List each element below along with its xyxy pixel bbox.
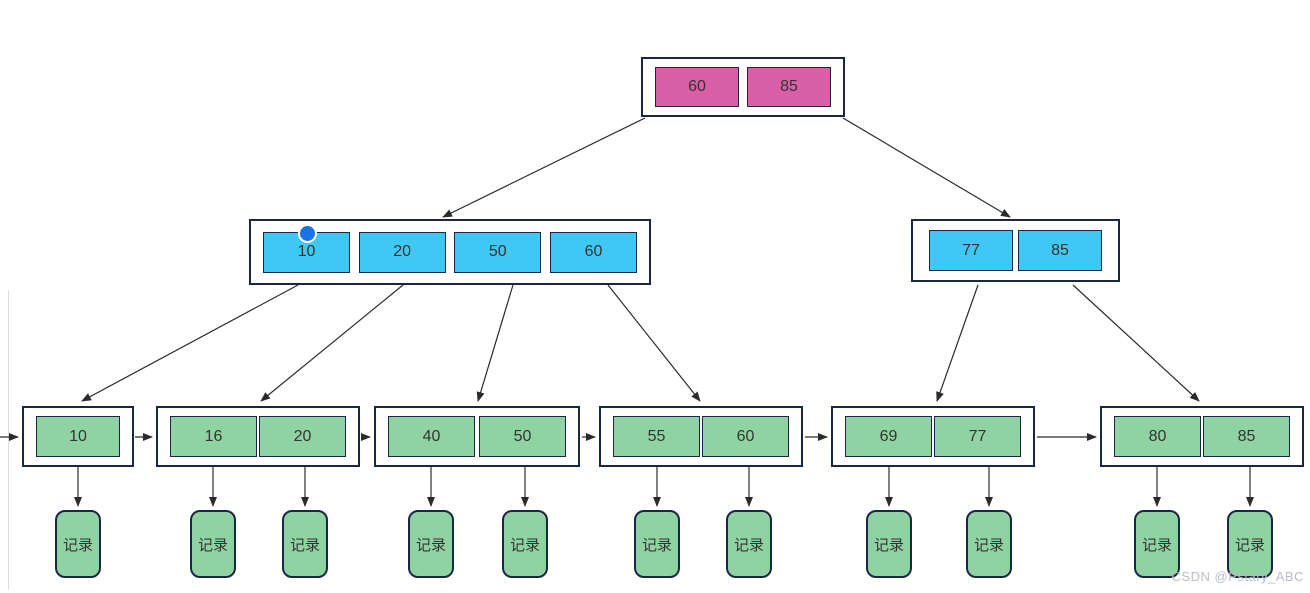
arrow-connector [842,117,1011,218]
record-box[interactable]: 记录 [726,510,772,578]
leaf-key-cell[interactable]: 80 [1114,416,1201,457]
record-box[interactable]: 记录 [866,510,912,578]
leaf-node-3[interactable]: 40 50 [374,406,580,467]
arrow-connector [607,284,701,402]
arrow-connector [442,117,646,218]
leaf-key-cell[interactable]: 16 [170,416,257,457]
canvas-edge-line [8,290,9,590]
key-cell[interactable]: 60 [549,231,637,273]
arrow-connector [260,284,404,402]
key-cell[interactable]: 20 [358,231,446,273]
record-box[interactable]: 记录 [966,510,1012,578]
leaf-node-2[interactable]: 16 20 [156,406,360,467]
internal-node-left[interactable]: 10 20 50 60 [249,219,651,285]
leaf-key-cell[interactable]: 77 [934,416,1021,457]
leaf-key-cell[interactable]: 69 [845,416,932,457]
arrow-connector [81,284,299,402]
arrow-connector [1072,284,1200,402]
leaf-key-cell[interactable]: 55 [613,416,700,457]
leaf-key-cell[interactable]: 40 [388,416,475,457]
internal-node-right[interactable]: 77 85 [911,219,1120,282]
leaf-key-cell[interactable]: 10 [36,416,120,457]
record-box[interactable]: 记录 [282,510,328,578]
leaf-node-1[interactable]: 10 [22,406,134,467]
root-key-cell[interactable]: 85 [747,67,831,107]
record-box[interactable]: 记录 [1227,510,1273,578]
selection-handle[interactable] [298,224,317,243]
record-box[interactable]: 记录 [55,510,101,578]
leaf-key-cell[interactable]: 60 [702,416,789,457]
arrow-connector [476,284,514,402]
root-key-cell[interactable]: 60 [655,67,739,107]
leaf-node-5[interactable]: 69 77 [831,406,1035,467]
record-box[interactable]: 记录 [1134,510,1180,578]
key-cell[interactable]: 77 [929,230,1013,271]
leaf-key-cell[interactable]: 50 [479,416,566,457]
root-node[interactable]: 60 85 [641,57,845,117]
record-box[interactable]: 记录 [634,510,680,578]
arrow-connector [936,284,979,402]
key-cell[interactable]: 85 [1018,230,1102,271]
key-cell[interactable]: 50 [454,231,542,273]
leaf-node-4[interactable]: 55 60 [599,406,803,467]
leaf-node-6[interactable]: 80 85 [1100,406,1304,467]
record-box[interactable]: 记录 [408,510,454,578]
leaf-key-cell[interactable]: 85 [1203,416,1290,457]
watermark-text: CSDN @Pstary_ABC [1171,569,1304,584]
record-box[interactable]: 记录 [502,510,548,578]
leaf-key-cell[interactable]: 20 [259,416,346,457]
record-box[interactable]: 记录 [190,510,236,578]
